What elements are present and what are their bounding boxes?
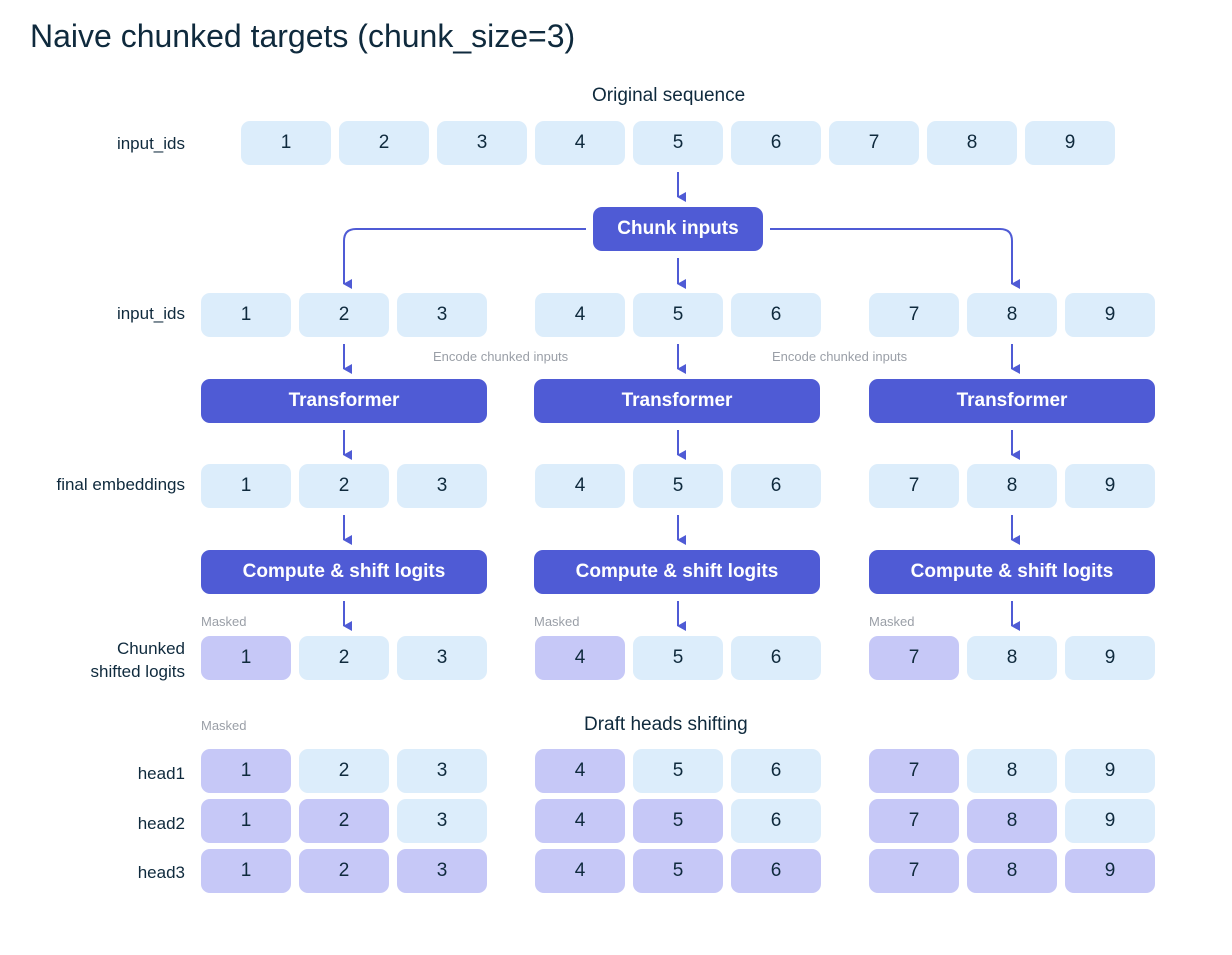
row-label-input-ids-original: input_ids <box>116 134 185 153</box>
token-cell: 1 <box>241 121 331 165</box>
row-label-chunked-line1: Chunked <box>116 639 185 658</box>
row-label-input-ids-chunked: input_ids <box>116 304 185 323</box>
head1-cell: 7 <box>869 749 959 793</box>
embedding-cell: 1 <box>201 464 291 508</box>
logit-cell: 4 <box>535 636 625 680</box>
input-token-cell: 9 <box>1065 293 1155 337</box>
logit-cell: 7 <box>869 636 959 680</box>
embedding-cell: 9 <box>1065 464 1155 508</box>
head1-cell: 6 <box>731 749 821 793</box>
head3-cell: 1 <box>201 849 291 893</box>
embedding-cell: 7 <box>869 464 959 508</box>
compute-shift-logits-block: Compute & shift logits <box>534 550 820 594</box>
head3-cell: 3 <box>397 849 487 893</box>
logit-cell: 8 <box>967 636 1057 680</box>
diagram-title: Naive chunked targets (chunk_size=3) <box>30 18 576 54</box>
arrow <box>770 228 1020 289</box>
head3-cell: 4 <box>535 849 625 893</box>
head2-cell: 5 <box>633 799 723 843</box>
input-token-cell: 7 <box>869 293 959 337</box>
input-token-cell: 1 <box>201 293 291 337</box>
token-cell: 9 <box>1025 121 1115 165</box>
head3-cell: 8 <box>967 849 1057 893</box>
head3-cell: 9 <box>1065 849 1155 893</box>
token-cell: 2 <box>339 121 429 165</box>
masked-note: Masked <box>869 614 915 629</box>
head2-cell: 9 <box>1065 799 1155 843</box>
head3-cell: 5 <box>633 849 723 893</box>
head2-cell: 7 <box>869 799 959 843</box>
original-sequence-label: Original sequence <box>592 85 746 106</box>
logit-cell: 3 <box>397 636 487 680</box>
input-token-cell: 6 <box>731 293 821 337</box>
head1-cell: 4 <box>535 749 625 793</box>
row-label-head3: head3 <box>137 863 185 882</box>
head2-cell: 1 <box>201 799 291 843</box>
row-label-head1: head1 <box>137 764 185 783</box>
encode-note: Encode chunked inputs <box>433 349 569 364</box>
embedding-cell: 3 <box>397 464 487 508</box>
token-cell: 7 <box>829 121 919 165</box>
input-token-cell: 5 <box>633 293 723 337</box>
logit-cell: 9 <box>1065 636 1155 680</box>
draft-heads-label: Draft heads shifting <box>584 714 748 735</box>
row-label-chunked-line2: shifted logits <box>90 662 186 681</box>
head3-cell: 6 <box>731 849 821 893</box>
token-cell: 6 <box>731 121 821 165</box>
head1-cell: 5 <box>633 749 723 793</box>
head3-cell: 7 <box>869 849 959 893</box>
logit-cell: 5 <box>633 636 723 680</box>
row-label-final-embeddings: final embeddings <box>56 475 185 494</box>
row-label-head2: head2 <box>137 814 185 833</box>
input-token-cell: 2 <box>299 293 389 337</box>
encode-note: Encode chunked inputs <box>772 349 908 364</box>
transformer-block: Transformer <box>201 379 487 423</box>
head2-cell: 4 <box>535 799 625 843</box>
masked-note: Masked <box>201 614 247 629</box>
head1-cell: 3 <box>397 749 487 793</box>
head1-cell: 1 <box>201 749 291 793</box>
logit-cell: 2 <box>299 636 389 680</box>
transformer-block: Transformer <box>534 379 820 423</box>
input-token-cell: 8 <box>967 293 1057 337</box>
head2-cell: 2 <box>299 799 389 843</box>
head2-cell: 8 <box>967 799 1057 843</box>
head1-cell: 2 <box>299 749 389 793</box>
embedding-cell: 6 <box>731 464 821 508</box>
token-cell: 4 <box>535 121 625 165</box>
arrow <box>343 228 586 289</box>
compute-shift-logits-block: Compute & shift logits <box>869 550 1155 594</box>
embedding-cell: 8 <box>967 464 1057 508</box>
logit-cell: 6 <box>731 636 821 680</box>
input-token-cell: 4 <box>535 293 625 337</box>
head3-cell: 2 <box>299 849 389 893</box>
masked-note: Masked <box>534 614 580 629</box>
masked-note: Masked <box>201 718 247 733</box>
logit-cell: 1 <box>201 636 291 680</box>
head1-cell: 9 <box>1065 749 1155 793</box>
input-token-cell: 3 <box>397 293 487 337</box>
token-cell: 3 <box>437 121 527 165</box>
head1-cell: 8 <box>967 749 1057 793</box>
compute-shift-logits-block: Compute & shift logits <box>201 550 487 594</box>
token-cell: 5 <box>633 121 723 165</box>
token-cell: 8 <box>927 121 1017 165</box>
embedding-cell: 5 <box>633 464 723 508</box>
transformer-block: Transformer <box>869 379 1155 423</box>
chunk-inputs-block: Chunk inputs <box>593 207 763 251</box>
head2-cell: 3 <box>397 799 487 843</box>
embedding-cell: 4 <box>535 464 625 508</box>
head2-cell: 6 <box>731 799 821 843</box>
embedding-cell: 2 <box>299 464 389 508</box>
